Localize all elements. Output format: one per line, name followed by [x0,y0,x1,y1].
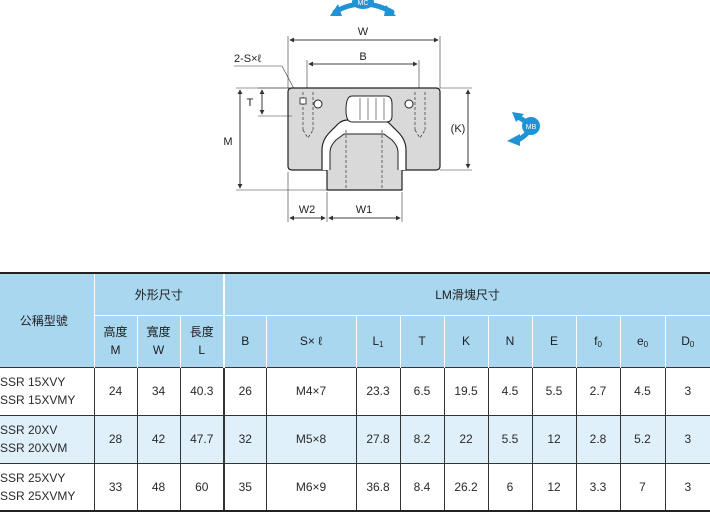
mc-moment-icon: MC [330,0,396,16]
cell-b: 26 [223,366,267,415]
cell-m: 28 [93,414,137,463]
cell-b: 35 [223,462,267,512]
label-w2: W2 [299,204,316,216]
cell-d0: 3 [664,462,710,512]
cell-l1: 36.8 [355,462,401,512]
cell-m: 33 [93,462,137,512]
cell-n: 4.5 [487,366,533,415]
cell-b: 32 [223,414,267,463]
label-m: M [223,136,232,148]
cell-w: 34 [136,366,180,415]
cell-e0: 4.5 [619,366,666,415]
cell-e: 12 [531,462,577,512]
screw-leader: 2-S×ℓ [234,53,303,105]
cell-l: 60 [179,462,225,512]
cell-e0: 5.2 [619,414,666,463]
header-model: 公稱型號 [0,272,94,367]
header-b: B [223,315,267,367]
mb-moment-icon: MB [507,112,540,146]
label-screw: 2-S×ℓ [234,53,262,65]
label-w1: W1 [356,204,373,216]
dimension-w: W [287,26,441,88]
header-n: N [487,315,533,367]
header-sl: S× ℓ [265,315,357,367]
header-e: E [531,315,577,367]
cell-t: 6.5 [399,366,445,415]
cell-d0: 3 [664,414,710,463]
header-d0: D0 [664,315,710,367]
label-b: B [359,51,366,63]
label-k: (K) [451,123,466,135]
cell-t: 8.4 [399,462,445,512]
header-k: K [443,315,489,367]
cell-l: 40.3 [179,366,225,415]
cell-m: 24 [93,366,137,415]
dimension-k: (K) [440,87,472,171]
cell-n: 5.5 [487,414,533,463]
cell-sl: M4×7 [265,366,357,415]
cell-l1: 27.8 [355,414,401,463]
dimension-t: T [247,87,292,117]
header-t: T [399,315,445,367]
cell-f0: 3.3 [575,462,621,512]
cell-sl: M6×9 [265,462,357,512]
cell-l: 47.7 [179,414,225,463]
cell-l1: 23.3 [355,366,401,415]
header-f0: f0 [575,315,621,367]
cell-w: 42 [136,414,180,463]
cell-f0: 2.8 [575,414,621,463]
cell-e: 5.5 [531,366,577,415]
label-t: T [247,97,254,109]
dimension-w2-w1: W2 W1 [287,172,403,222]
dimension-b: B [306,51,420,90]
header-outer-group: 外形尺寸 [93,272,225,316]
mb-label: MB [526,124,537,131]
block-body [287,87,441,191]
cell-e0: 7 [619,462,666,512]
header-e0: e0 [619,315,666,367]
header-lm-group: LM滑塊尺寸 [223,272,710,316]
cell-e: 12 [531,414,577,463]
mc-label: MC [358,0,369,7]
cell-d0: 3 [664,366,710,415]
header-l1: L1 [355,315,401,367]
cell-f0: 2.7 [575,366,621,415]
cell-n: 6 [487,462,533,512]
cell-sl: M5×8 [265,414,357,463]
dimension-m: M [223,87,326,191]
label-w: W [358,26,369,38]
cell-k: 26.2 [443,462,489,512]
cell-k: 19.5 [443,366,489,415]
cell-t: 8.2 [399,414,445,463]
cell-w: 48 [136,462,180,512]
cross-section-drawing: MC MB W B 2-S×ℓ [223,0,540,222]
cell-k: 22 [443,414,489,463]
